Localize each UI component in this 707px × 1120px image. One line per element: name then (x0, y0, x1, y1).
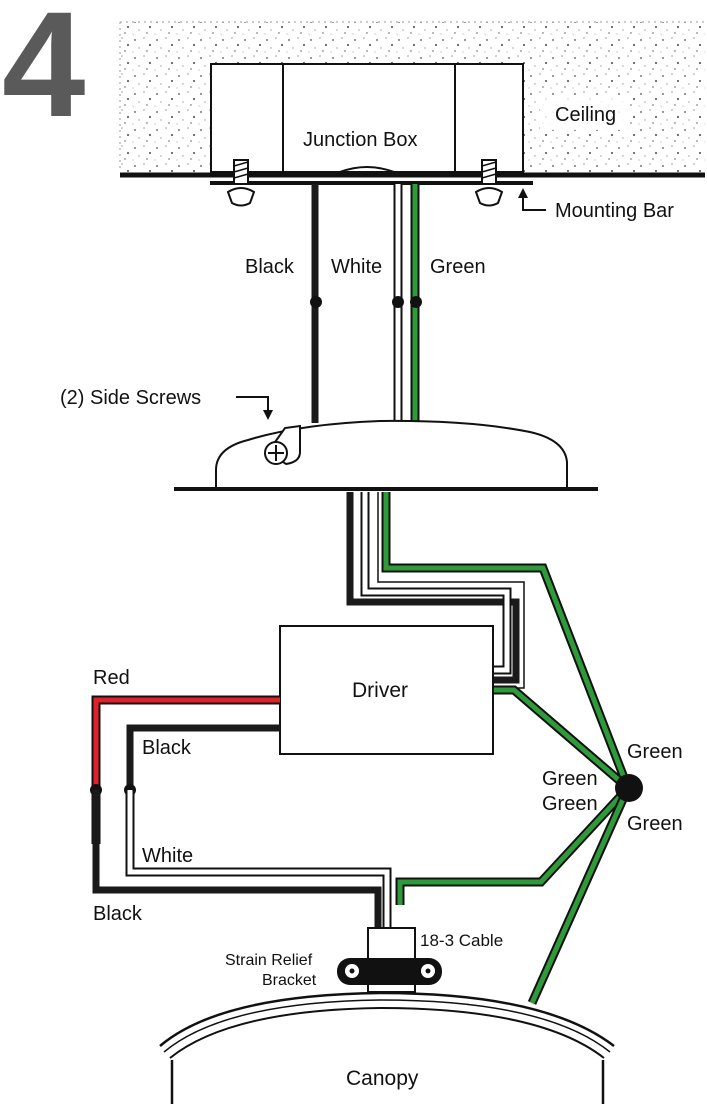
side-screws-label: (2) Side Screws (60, 387, 201, 409)
junction-box-label: Junction Box (303, 129, 418, 151)
strain-relief-label-line2: Bracket (262, 972, 317, 989)
strain-relief-bracket (337, 958, 442, 985)
step-number: 4 (2, 0, 85, 148)
green-label: Green (542, 768, 598, 790)
connector-dot (410, 296, 422, 308)
cable-label: 18-3 Cable (420, 931, 503, 950)
green-wire-label: Green (430, 256, 486, 278)
mounting-bar-pointer (518, 188, 546, 211)
junction-box (210, 63, 524, 173)
canopy-label: Canopy (346, 1067, 419, 1090)
white-wire-lower-label: White (142, 845, 193, 867)
connector-dot (310, 296, 322, 308)
driver-label: Driver (352, 679, 408, 702)
driver-box (279, 625, 494, 755)
connector-dot (392, 296, 404, 308)
side-screws-pointer (236, 396, 273, 420)
white-wire-label: White (331, 256, 382, 278)
lower-black-wire (92, 790, 382, 930)
ground-wires (381, 492, 633, 1005)
lower-white-wire (125, 790, 392, 930)
mounting-canopy (174, 419, 598, 491)
green-label: Green (542, 793, 598, 815)
mounting-bar-label: Mounting Bar (555, 200, 674, 222)
black-wire-lower-label: Black (93, 903, 143, 925)
green-label: Green (627, 813, 683, 835)
strain-relief-label-line1: Strain Relief (225, 952, 313, 969)
red-wire-label: Red (93, 667, 130, 689)
driver-black-label: Black (142, 737, 192, 759)
black-wire-label: Black (245, 256, 295, 278)
mounting-screw-right (474, 159, 504, 207)
mounting-screw-left (226, 159, 256, 207)
red-wire (91, 695, 280, 844)
ground-connector (615, 774, 643, 802)
canopy (159, 991, 615, 1104)
housing-to-driver-wires (346, 492, 525, 689)
green-label: Green (627, 741, 683, 763)
side-screw-icon (264, 441, 288, 465)
ceiling-label: Ceiling (555, 104, 616, 126)
